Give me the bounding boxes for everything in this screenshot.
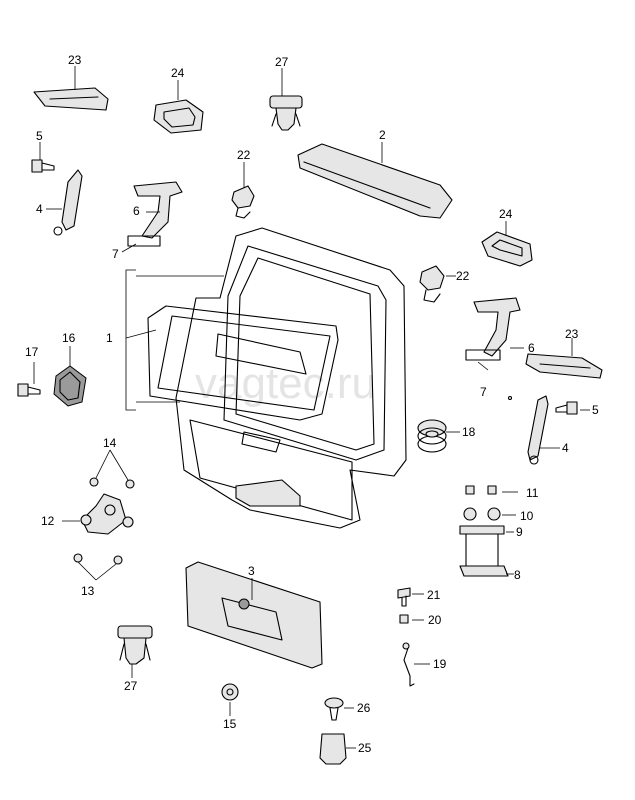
part-2-spoiler: [297, 142, 453, 219]
callout-9: 9: [516, 525, 523, 539]
part-22-clip: [231, 162, 255, 219]
callout-27: 27: [275, 55, 289, 69]
callout-8: 8: [514, 568, 521, 582]
callout-17: 17: [25, 345, 39, 359]
callout-6: 6: [133, 204, 140, 218]
callout-5: 5: [592, 403, 599, 417]
part-23-trim-strip: [33, 66, 109, 111]
part-16-switch: [53, 346, 87, 407]
callout-26: 26: [357, 701, 371, 715]
part-5-screw: [31, 142, 55, 173]
part-27-clip-bottom: [117, 625, 153, 678]
callout-24: 24: [499, 207, 513, 221]
callout-4: 4: [562, 441, 569, 455]
part-6-hinge: [121, 181, 183, 253]
part-3-trim-panel: [185, 561, 323, 669]
callout-19: 19: [433, 657, 447, 671]
part-22-clip-right: [419, 265, 456, 303]
part-20-nut: [399, 614, 424, 624]
part-15-grommet: [221, 683, 239, 716]
part-21-clip: [397, 587, 424, 607]
callout-11: 11: [526, 486, 539, 500]
part-11-bolt: [465, 485, 518, 495]
part-25-cap: [319, 733, 356, 765]
part-12-lock-latch: [62, 493, 134, 535]
callout-23: 23: [68, 53, 82, 67]
callout-16: 16: [62, 331, 76, 345]
part-4-strut-bracket-right: [527, 395, 560, 465]
callout-27: 27: [124, 679, 138, 693]
part-6-hinge-right: [465, 297, 524, 401]
part-1-tailgate-frame: [175, 227, 407, 529]
callout-18: 18: [462, 425, 476, 439]
part-19-rod: [402, 642, 430, 687]
part-13-screws: [73, 553, 123, 581]
callout-12: 12: [41, 514, 55, 528]
callout-22: 22: [456, 269, 470, 283]
callout-7: 7: [480, 385, 487, 399]
callout-2: 2: [379, 128, 386, 142]
part-9-striker-bracket: [459, 525, 514, 569]
part-10-washer: [463, 507, 516, 521]
callout-14: 14: [103, 436, 117, 450]
callout-10: 10: [520, 509, 534, 523]
part-1-bracket: [125, 269, 224, 411]
part-14-bolts: [89, 449, 135, 489]
part-23-trim-strip-right: [525, 338, 603, 379]
part-8-striker-plate: [459, 565, 514, 577]
callout-7: 7: [112, 247, 119, 261]
part-24-handle-bezel: [153, 80, 204, 134]
callout-labels: 23 24 27 5 2 22 4 6 7 24 22 1 16 17 6 23…: [25, 53, 599, 755]
callout-3: 3: [248, 564, 255, 578]
callout-21: 21: [427, 588, 441, 602]
callout-25: 25: [358, 741, 372, 755]
callout-15: 15: [223, 717, 237, 731]
part-4-strut-bracket: [46, 169, 83, 236]
callout-13: 13: [81, 584, 95, 598]
callout-4: 4: [36, 202, 43, 216]
callout-24: 24: [171, 66, 185, 80]
part-24-handle-bezel-right: [481, 221, 533, 267]
callout-1: 1: [106, 331, 113, 345]
callout-5: 5: [36, 129, 43, 143]
part-27-clip: [269, 68, 303, 131]
callout-23: 23: [565, 327, 579, 341]
part-17-screw: [17, 362, 41, 397]
watermark: vagtec.ru: [195, 359, 376, 408]
callout-6: 6: [528, 341, 535, 355]
callout-22: 22: [237, 148, 251, 162]
part-5-screw-right: [555, 401, 590, 415]
part-26-clip: [324, 697, 354, 721]
part-18-grommet: [417, 419, 460, 453]
callout-20: 20: [428, 613, 442, 627]
rear-window-glass: [147, 305, 339, 421]
